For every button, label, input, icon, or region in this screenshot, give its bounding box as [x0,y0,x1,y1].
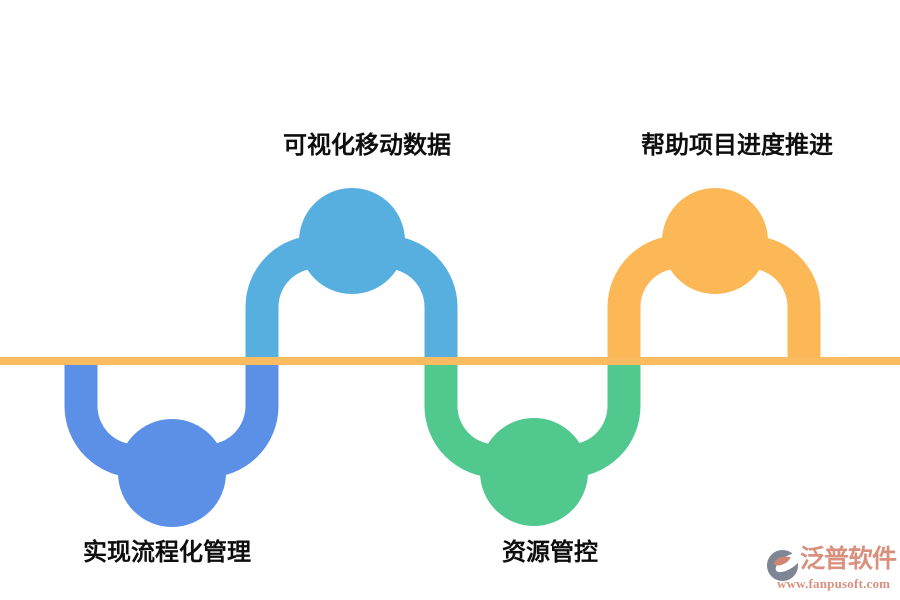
node-circle-3 [480,418,588,526]
brand-watermark: 泛普软件 www.fanpusoft.com [766,546,897,596]
label-above-2: 帮助项目进度推进 [641,132,833,159]
baseline [0,357,900,365]
brand-name: 泛普软件 [800,546,897,573]
label-below-2: 资源管控 [502,539,598,566]
label-above-1: 可视化移动数据 [283,132,451,159]
node-circle-1 [118,419,226,527]
logo-leaf [773,556,791,566]
label-below-1: 实现流程化管理 [83,539,251,566]
fanpu-logo-icon [766,549,799,582]
brand-url: www.fanpusoft.com [777,576,891,591]
node-circle-4 [662,188,768,294]
node-circle-2 [299,188,405,294]
logo-swoosh-cut [775,553,799,573]
